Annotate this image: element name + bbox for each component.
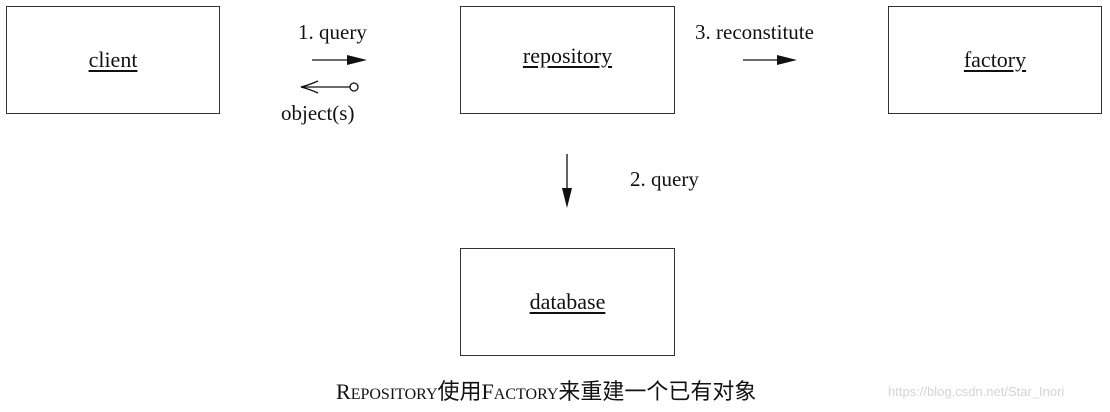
figure-caption: REPOSITORY使用FACTORY来重建一个已有对象 xyxy=(336,374,756,406)
client-box: client xyxy=(6,6,220,114)
query-arrow-down xyxy=(562,154,572,208)
query-arrow-right xyxy=(312,55,367,65)
factory-label: factory xyxy=(963,47,1027,72)
reconstitute-arrow xyxy=(743,55,797,65)
caption-factory-rest: ACTORY xyxy=(493,386,559,403)
caption-middle: 使用 xyxy=(437,379,482,404)
watermark: https://blog.csdn.net/Star_Inori xyxy=(888,384,1065,399)
database-box: database xyxy=(460,248,675,356)
factory-box: factory xyxy=(888,6,1102,114)
query-2-label: 2. query xyxy=(630,167,699,191)
query-1-label: 1. query xyxy=(298,20,367,44)
objects-return-arrow xyxy=(300,80,359,94)
caption-factory-initial: F xyxy=(481,379,494,404)
repository-label: repository xyxy=(522,43,613,68)
caption-end: 来重建一个已有对象 xyxy=(558,379,757,404)
database-label: database xyxy=(529,289,606,314)
reconstitute-3-label: 3. reconstitute xyxy=(695,20,814,44)
caption-repository-initial: R xyxy=(336,379,351,404)
repository-box: repository xyxy=(460,6,675,114)
client-label: client xyxy=(88,47,138,72)
objects-label: object(s) xyxy=(281,101,355,125)
caption-repository-rest: EPOSITORY xyxy=(350,386,438,403)
